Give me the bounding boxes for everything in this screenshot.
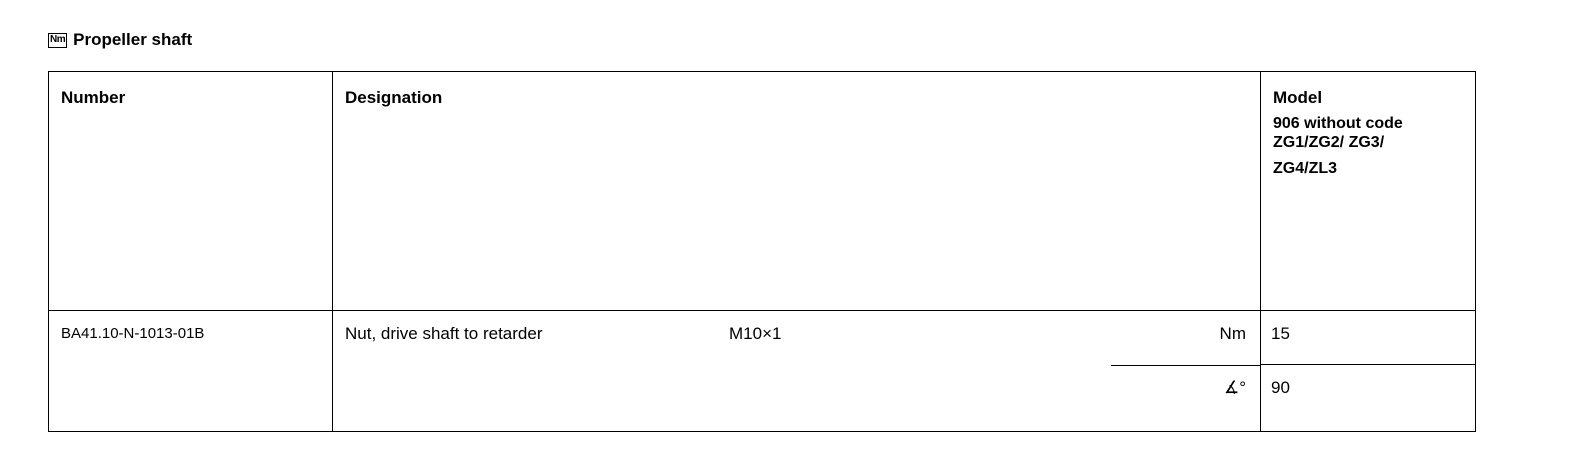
- cell-value-torque: 15: [1260, 310, 1476, 365]
- header-designation: Designation: [332, 71, 1261, 311]
- table-row: 90: [49, 364, 1476, 432]
- header-model-variant-codes: ZG4/ZL3: [1273, 160, 1338, 177]
- cell-number: BA41.10-N-1013-01B: [48, 310, 333, 432]
- designation-divider: [1111, 365, 1260, 366]
- cell-value-angle: 90: [1260, 364, 1476, 432]
- cell-designation: Nut, drive shaft to retarder M10×1 Nm ∡°: [332, 310, 1261, 432]
- torque-spec-table: Number Designation Model 906 without cod…: [48, 71, 1476, 432]
- header-model-variant: 906 without code ZG1/ZG2/ ZG3/: [1273, 115, 1403, 151]
- header-number: Number: [48, 71, 333, 311]
- torque-nm-icon: Nm: [48, 32, 68, 48]
- header-model-label: Model: [1273, 88, 1323, 107]
- section-title: Propeller shaft: [73, 30, 193, 49]
- unit-torque: Nm: [1219, 324, 1246, 343]
- unit-angle-icon: ∡°: [1223, 378, 1246, 397]
- designation-text: Nut, drive shaft to retarder: [345, 324, 543, 343]
- table-header-row: Number Designation Model 906 without cod…: [48, 71, 1476, 311]
- header-model: Model 906 without code ZG1/ZG2/ ZG3/ ZG4…: [1260, 71, 1476, 311]
- table-row: BA41.10-N-1013-01B Nut, drive shaft to r…: [48, 310, 1476, 432]
- thread-size: M10×1: [729, 324, 782, 343]
- section-heading: Nm Propeller shaft: [48, 30, 192, 50]
